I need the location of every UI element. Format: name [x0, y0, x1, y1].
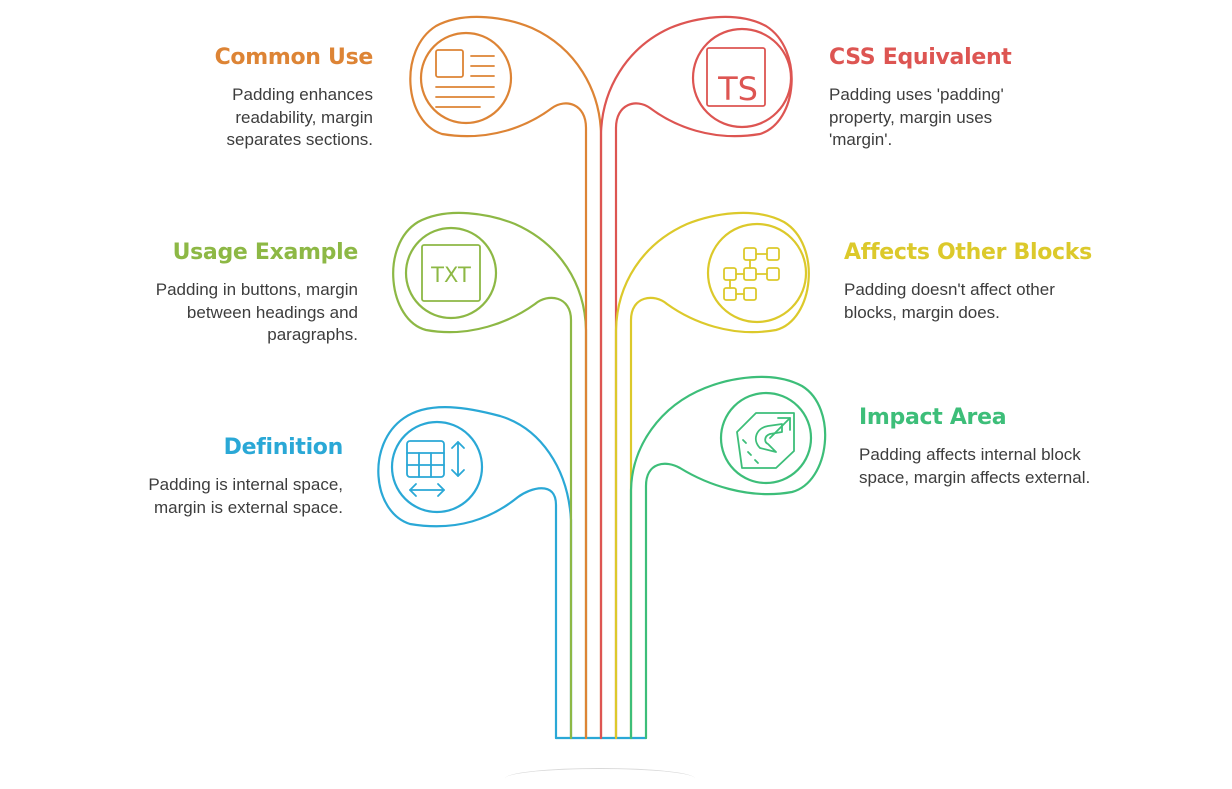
css-equivalent-text: Padding uses 'padding' property, margin … — [829, 85, 1004, 149]
bottom-edge-shape — [505, 768, 695, 789]
common-use-icon-circle — [419, 31, 513, 125]
branch-css-equivalent-stem — [599, 15, 793, 740]
definition-text: Padding is internal space, margin is ext… — [148, 475, 343, 517]
block-common-use: Common Use Padding enhances readability,… — [173, 44, 374, 152]
common-use-text: Padding enhances readability, margin sep… — [226, 85, 373, 149]
definition-icon-circle — [390, 420, 484, 514]
ts-icon-label: TS — [717, 70, 758, 108]
affects-other-blocks-title: Affects Other Blocks — [844, 240, 1092, 265]
typescript-file-icon: TS — [706, 47, 766, 108]
block-definition: Definition Padding is internal space, ma… — [113, 434, 343, 519]
blocks-structure-icon — [723, 247, 780, 301]
impact-area-text: Padding affects internal block space, ma… — [859, 445, 1091, 487]
impact-area-icon-circle — [719, 391, 813, 485]
affects-other-blocks-text: Padding doesn't affect other blocks, mar… — [844, 280, 1055, 322]
usage-example-icon-circle — [404, 226, 498, 320]
branch-definition-stem — [377, 406, 573, 740]
branch-common-use-stem — [409, 15, 603, 740]
branch-affects-other-blocks-stem — [614, 211, 810, 740]
impact-area-title: Impact Area — [859, 405, 1007, 430]
block-usage-example: Usage Example Padding in buttons, margin… — [118, 239, 359, 347]
block-css-equivalent: CSS Equivalent Padding uses 'padding' pr… — [829, 44, 1029, 152]
css-equivalent-title: CSS Equivalent — [829, 45, 1012, 70]
block-impact-area: Impact Area Padding affects internal blo… — [859, 404, 1099, 489]
common-use-title: Common Use — [214, 45, 374, 70]
text-file-icon: TXT — [421, 244, 481, 302]
tree-diagram: TXT TS — [377, 15, 827, 740]
css-equivalent-icon-circle — [691, 27, 793, 129]
table-resize-icon — [406, 440, 465, 497]
branch-usage-example-stem — [392, 211, 588, 740]
affects-other-blocks-icon-circle — [706, 222, 808, 324]
usage-example-title: Usage Example — [172, 240, 359, 265]
definition-title: Definition — [223, 435, 344, 460]
document-icon — [435, 49, 495, 108]
usage-example-text: Padding in buttons, margin between headi… — [155, 280, 358, 344]
block-affects-other-blocks: Affects Other Blocks Padding doesn't aff… — [844, 239, 1094, 324]
txt-icon-label: TXT — [430, 263, 471, 287]
branch-impact-area-stem — [629, 375, 827, 740]
magnet-icon — [736, 412, 795, 469]
